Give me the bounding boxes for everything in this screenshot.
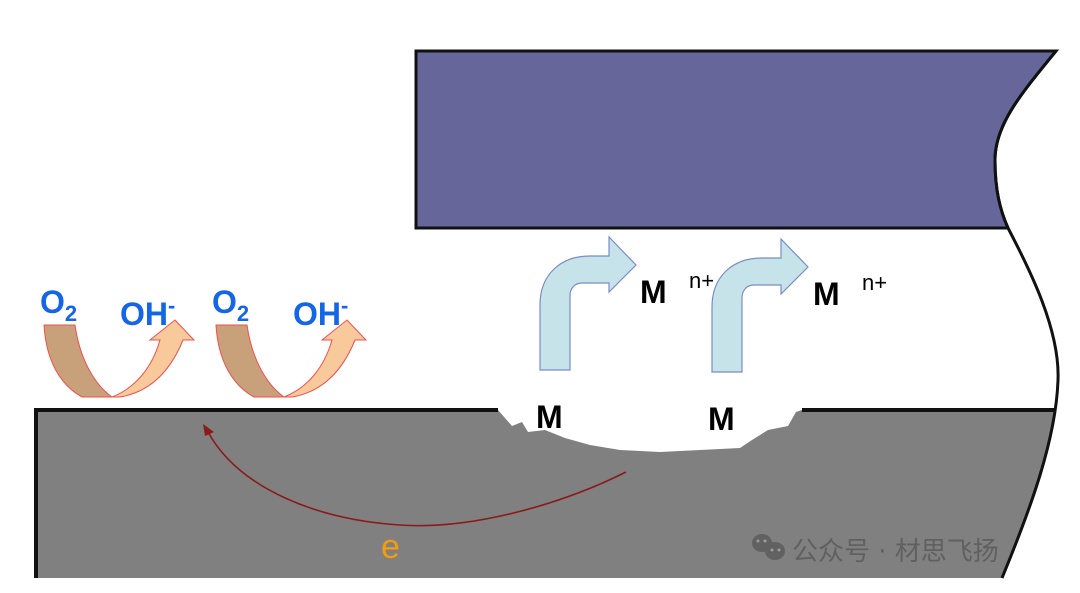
right-boundary: [1000, 227, 1060, 579]
reactant-o2-1: O2: [40, 284, 77, 326]
electron-path: [207, 431, 627, 527]
ion-charge-2: n+: [862, 270, 887, 295]
anodic-arrow-2: [711, 237, 809, 373]
upper-plate: [414, 49, 1060, 230]
product-oh-2: OH-: [293, 293, 348, 332]
ion-charge-1: n+: [689, 268, 714, 293]
reactant-o2-2: O2: [212, 284, 249, 326]
metal-label-1: M: [536, 399, 563, 435]
plate-curve: [993, 159, 1010, 229]
anodic-arrow-1: [539, 235, 637, 371]
electron-arrowhead-icon: [203, 424, 214, 436]
ion-label-2: M: [813, 276, 840, 312]
wechat-icon: [752, 534, 785, 560]
electron-label: e: [381, 528, 400, 566]
product-oh-1: OH-: [120, 293, 175, 332]
watermark-text: 公众号 · 材思飞扬: [792, 537, 999, 567]
metal-label-2: M: [708, 401, 735, 437]
ion-label-1: M: [640, 274, 667, 310]
substrate-edge-left: [34, 408, 498, 578]
plate-curve-top: [993, 50, 1058, 161]
metal-substrate: [36, 410, 1054, 578]
cathodic-arrow-1: [43, 319, 196, 398]
cathodic-arrow-2: [215, 319, 368, 398]
